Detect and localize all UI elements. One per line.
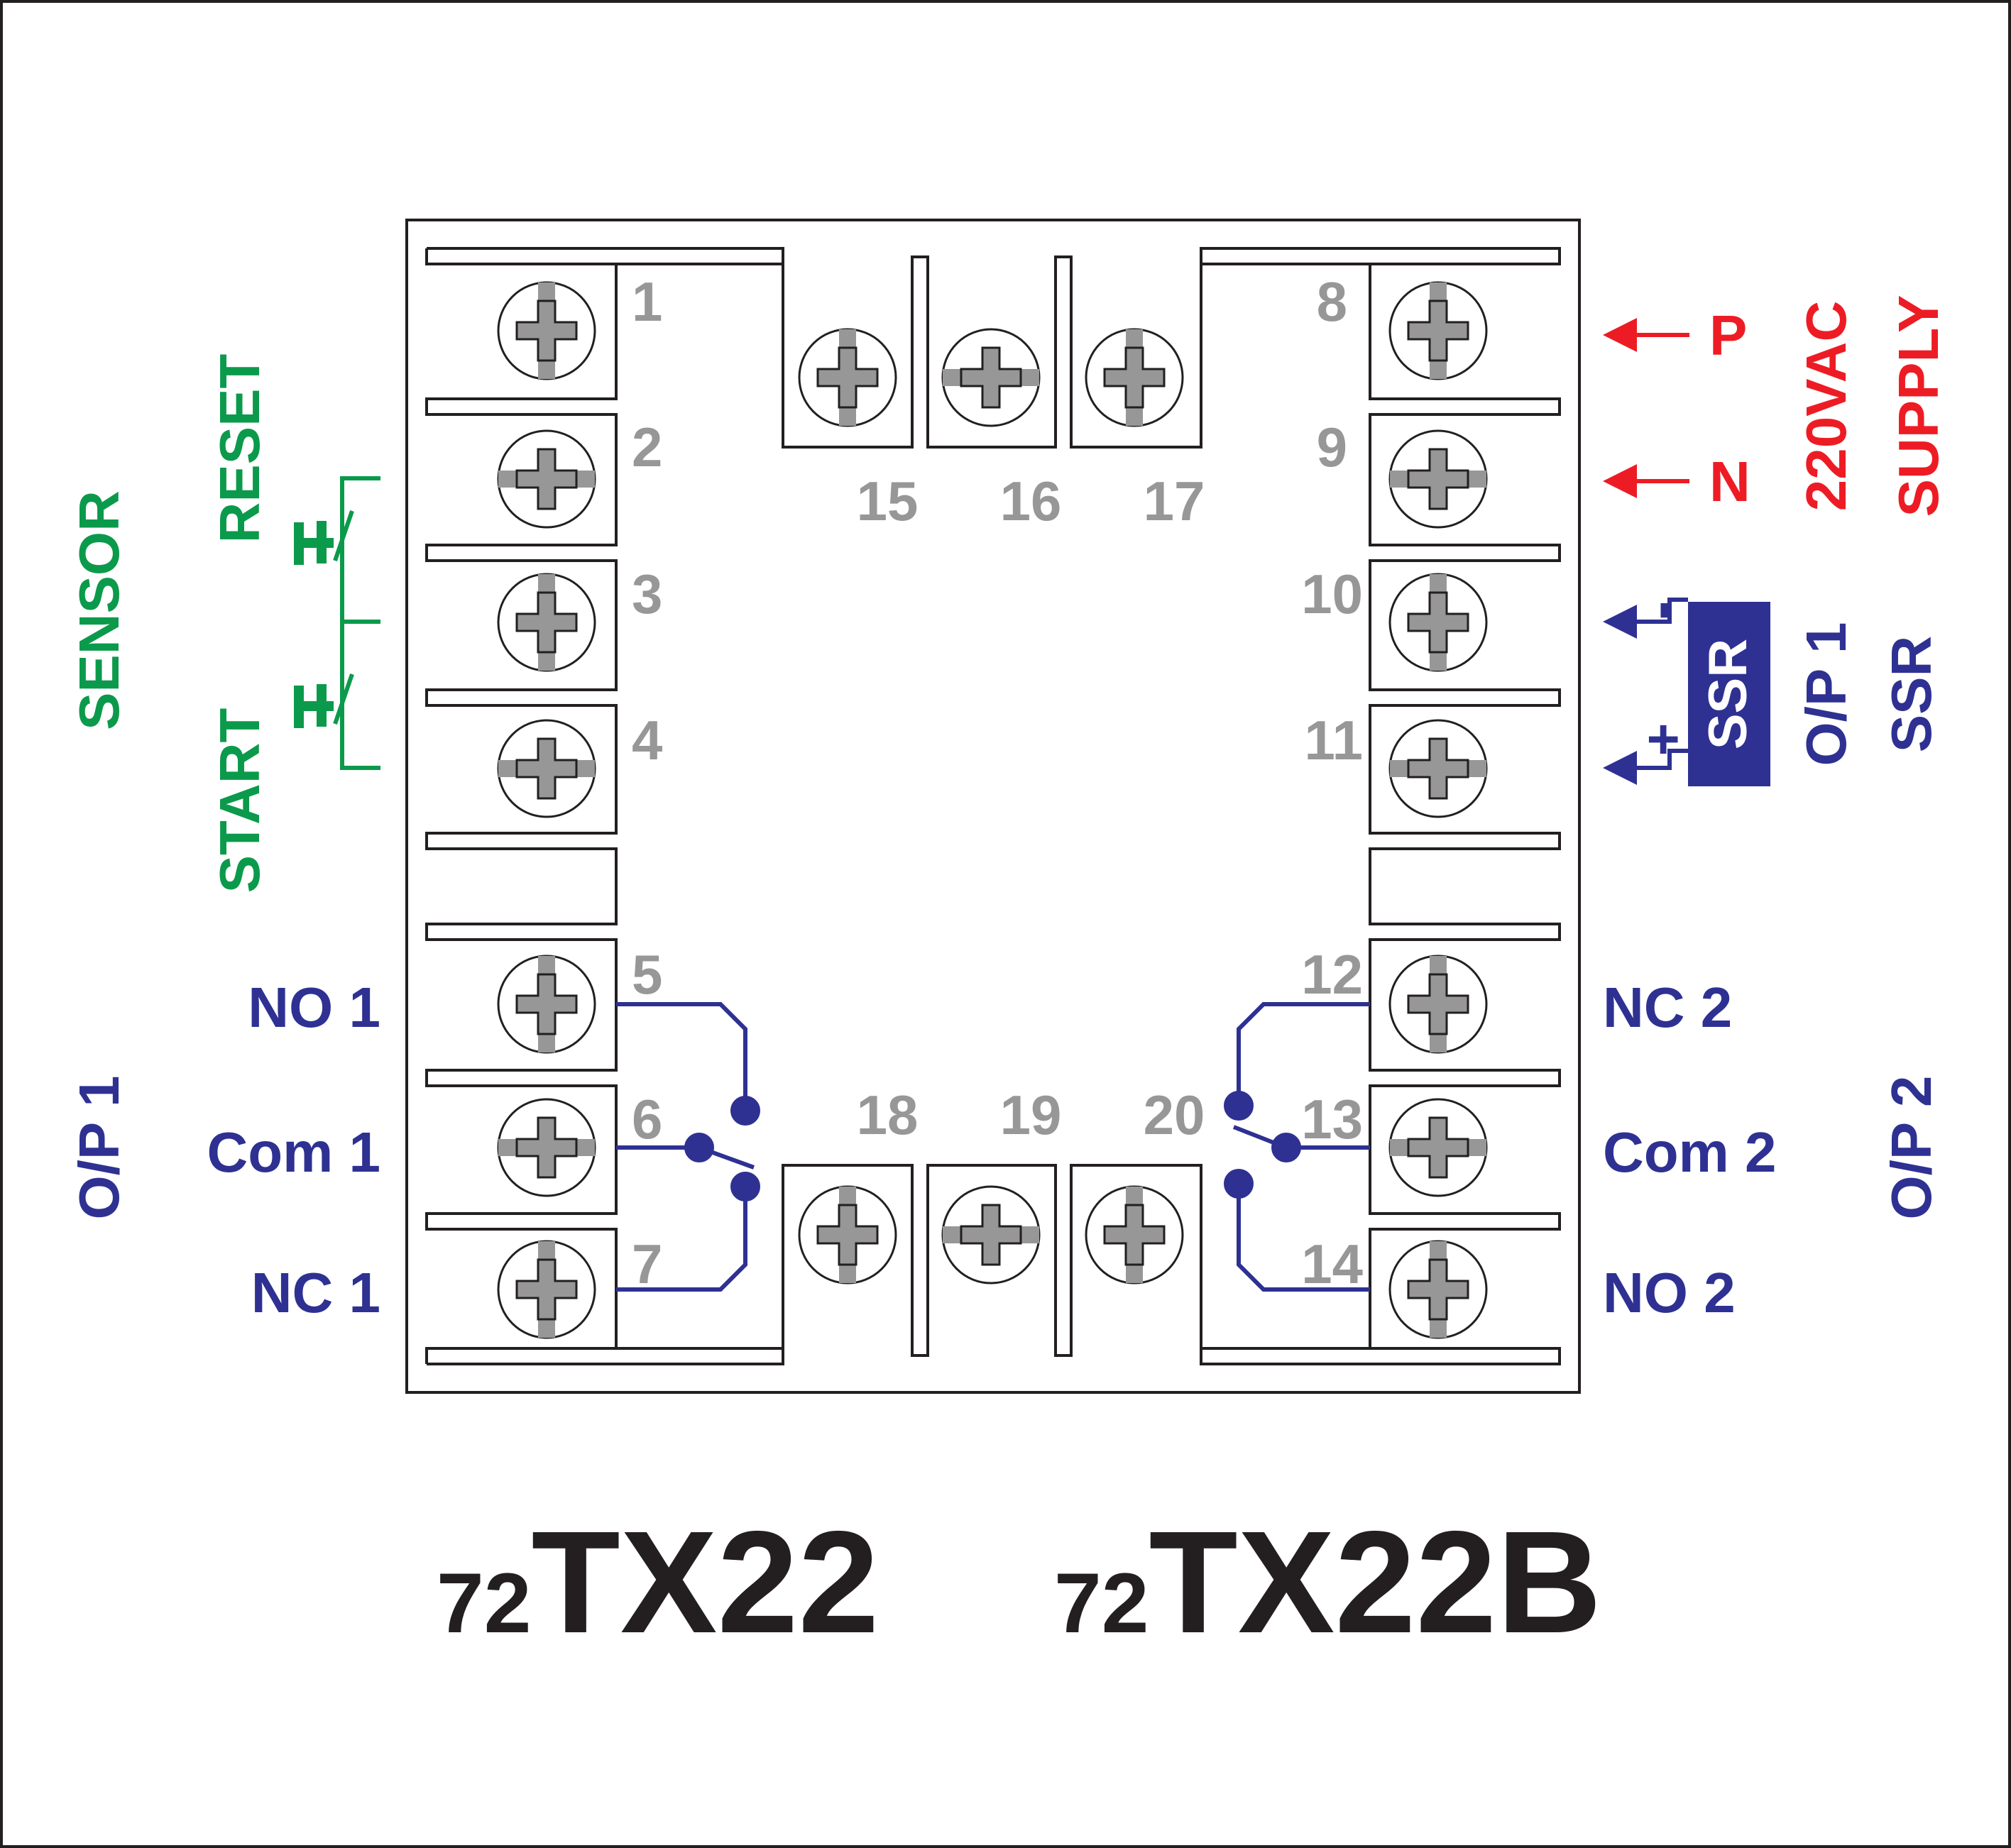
reset-label: RESET xyxy=(208,354,271,544)
terminal-number-20: 20 xyxy=(1144,1084,1205,1146)
screw-20 xyxy=(1085,1185,1184,1285)
terminal-number-19: 19 xyxy=(1000,1084,1062,1146)
screw-17 xyxy=(1085,328,1184,427)
terminal-block xyxy=(405,219,1581,1394)
terminal-numbers: 1 2 3 4 5 6 7 8 9 10 11 12 13 14 15 16 1… xyxy=(632,270,1363,1295)
screw-5 xyxy=(497,955,596,1054)
arrow-left-icon xyxy=(1603,464,1637,498)
model-1-suffix: TX22 xyxy=(531,1501,879,1663)
terminal-number-1: 1 xyxy=(632,270,662,333)
screw-4 xyxy=(497,719,596,818)
screw-12 xyxy=(1388,955,1488,1054)
terminal-number-11: 11 xyxy=(1305,709,1363,771)
terminal-number-7: 7 xyxy=(632,1233,662,1295)
ssr-box xyxy=(1688,602,1770,786)
ssr-minus-label: - xyxy=(1628,601,1691,620)
screw-2 xyxy=(497,429,596,529)
arrow-left-icon xyxy=(1603,605,1637,639)
arrow-left-icon xyxy=(1603,751,1637,785)
model-2-prefix: 72 xyxy=(1054,1556,1149,1651)
vac-label: 220VAC xyxy=(1794,301,1858,511)
relay-op1 xyxy=(616,1002,760,1292)
left-labels: SENSOR RESET START NO 1 Com 1 NC 1 O/P 1 xyxy=(67,354,380,1324)
supply-label: SUPPLY xyxy=(1887,295,1950,517)
terminal-number-2: 2 xyxy=(632,416,662,478)
screw-8 xyxy=(1388,281,1488,380)
terminal-number-14: 14 xyxy=(1301,1233,1363,1295)
ssr-label: SSR xyxy=(1880,636,1943,753)
model-1-prefix: 72 xyxy=(437,1556,531,1651)
terminal-number-17: 17 xyxy=(1144,470,1205,532)
nc1-label: NC 1 xyxy=(251,1261,380,1324)
screw-1 xyxy=(497,281,596,380)
no1-label: NO 1 xyxy=(248,976,380,1039)
terminal-number-10: 10 xyxy=(1301,563,1363,625)
op1-left-label: O/P 1 xyxy=(67,1075,131,1219)
screw-14 xyxy=(1388,1240,1488,1339)
sensor-switches xyxy=(294,476,380,770)
screw-19 xyxy=(941,1185,1041,1285)
screw-6 xyxy=(497,1098,596,1197)
com2-label: Com 2 xyxy=(1603,1121,1777,1184)
model-2-suffix: TX22B xyxy=(1149,1501,1601,1663)
model-1: 72TX22 xyxy=(437,1501,879,1663)
pushbutton-reset-icon xyxy=(294,521,334,565)
terminal-number-3: 3 xyxy=(632,563,662,625)
sensor-label: SENSOR xyxy=(67,490,131,730)
terminal-number-9: 9 xyxy=(1317,416,1347,478)
screw-11 xyxy=(1388,719,1488,818)
ssr-output: SSR - + xyxy=(1603,598,1770,786)
p-label: P xyxy=(1709,304,1747,367)
screw-9 xyxy=(1388,429,1488,529)
screw-13 xyxy=(1388,1098,1488,1197)
right-labels: P N 220VAC SUPPLY O/P 1 SSR NC 2 Com 2 N… xyxy=(1603,295,1950,1324)
screw-10 xyxy=(1388,573,1488,672)
model-names: 72TX22 72TX22B xyxy=(437,1501,1602,1663)
terminal-number-8: 8 xyxy=(1317,270,1347,333)
terminal-number-16: 16 xyxy=(1000,470,1062,532)
n-label: N xyxy=(1709,450,1750,513)
screw-15 xyxy=(798,328,897,427)
screw-16 xyxy=(941,328,1041,427)
pushbutton-start-icon xyxy=(294,684,334,728)
terminal-number-15: 15 xyxy=(857,470,919,532)
op2-right-label: O/P 2 xyxy=(1880,1075,1943,1219)
terminal-number-12: 12 xyxy=(1301,943,1363,1006)
com1-label: Com 1 xyxy=(207,1121,381,1184)
ssr-box-label: SSR xyxy=(1698,639,1758,749)
screw-18 xyxy=(798,1185,897,1285)
supply-arrows xyxy=(1603,318,1689,498)
screw-7 xyxy=(497,1240,596,1339)
screw-3 xyxy=(497,573,596,672)
terminal-number-5: 5 xyxy=(632,943,662,1006)
terminal-number-18: 18 xyxy=(857,1084,919,1146)
ssr-plus-label: + xyxy=(1631,723,1694,757)
model-2: 72TX22B xyxy=(1054,1501,1602,1663)
arrow-left-icon xyxy=(1603,318,1637,352)
start-label: START xyxy=(208,708,271,893)
no2-label: NO 2 xyxy=(1603,1261,1736,1324)
terminal-number-6: 6 xyxy=(632,1088,662,1150)
op1-right-label: O/P 1 xyxy=(1794,622,1858,766)
terminal-number-4: 4 xyxy=(632,709,662,771)
relay-op2 xyxy=(1224,1002,1370,1292)
nc2-label: NC 2 xyxy=(1603,976,1732,1039)
terminal-number-13: 13 xyxy=(1301,1088,1363,1150)
